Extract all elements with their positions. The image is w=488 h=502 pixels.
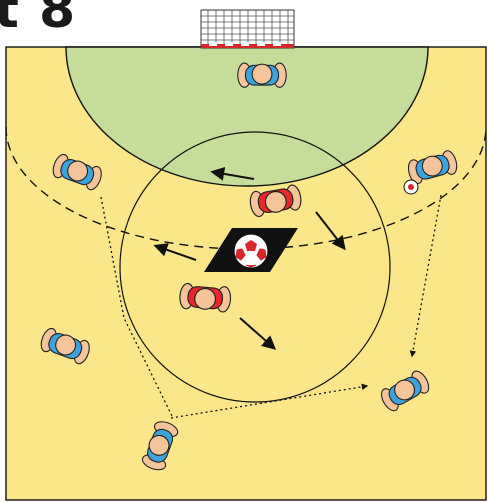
- goal: [201, 10, 294, 48]
- player-goalkeeper: [238, 63, 286, 87]
- ball-in-hand: [404, 180, 418, 194]
- player-defender-bottom: [179, 283, 232, 313]
